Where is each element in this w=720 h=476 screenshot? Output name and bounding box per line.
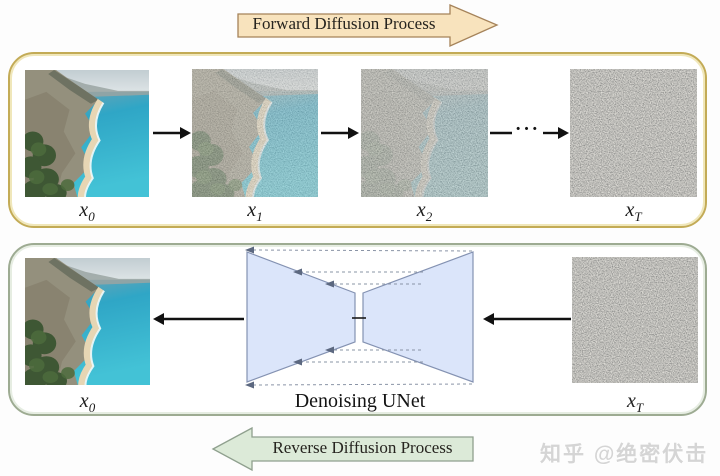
label-x2: x2 bbox=[416, 199, 433, 224]
forward-banner-label: Forward Diffusion Process bbox=[252, 13, 436, 33]
image-x0-output bbox=[25, 258, 150, 385]
arrow-right-icon bbox=[543, 127, 569, 139]
label-xT: xT bbox=[625, 199, 642, 224]
line-segment bbox=[490, 131, 512, 135]
reverse-arrow-banner bbox=[211, 426, 474, 472]
forward-arrow-banner bbox=[237, 4, 499, 48]
label-x0-output: x0 bbox=[79, 390, 96, 415]
image-x0 bbox=[25, 70, 149, 197]
skip-arrowheads bbox=[245, 246, 334, 389]
image-x1-light-noise bbox=[192, 69, 318, 197]
ellipsis-dots: ··· bbox=[515, 119, 541, 140]
arrow-right-icon bbox=[321, 127, 359, 139]
image-xT-noise bbox=[570, 69, 697, 197]
label-xT-input: xT bbox=[626, 390, 644, 415]
arrow-left-icon bbox=[483, 313, 571, 325]
label-x1: x1 bbox=[247, 199, 263, 224]
arrow-left-icon bbox=[153, 313, 244, 325]
unet-caption: Denoising UNet bbox=[294, 390, 426, 412]
skip-connections bbox=[251, 249, 473, 386]
image-xT-input-noise bbox=[572, 257, 698, 383]
label-x0: x0 bbox=[79, 199, 95, 224]
image-x2-heavy-noise bbox=[361, 69, 488, 197]
denoising-unet bbox=[245, 246, 474, 389]
watermark-zhihu: 知乎 @绝密伏击 bbox=[540, 443, 709, 466]
arrow-right-icon bbox=[153, 127, 191, 139]
reverse-banner-label: Reverse Diffusion Process bbox=[272, 438, 453, 457]
